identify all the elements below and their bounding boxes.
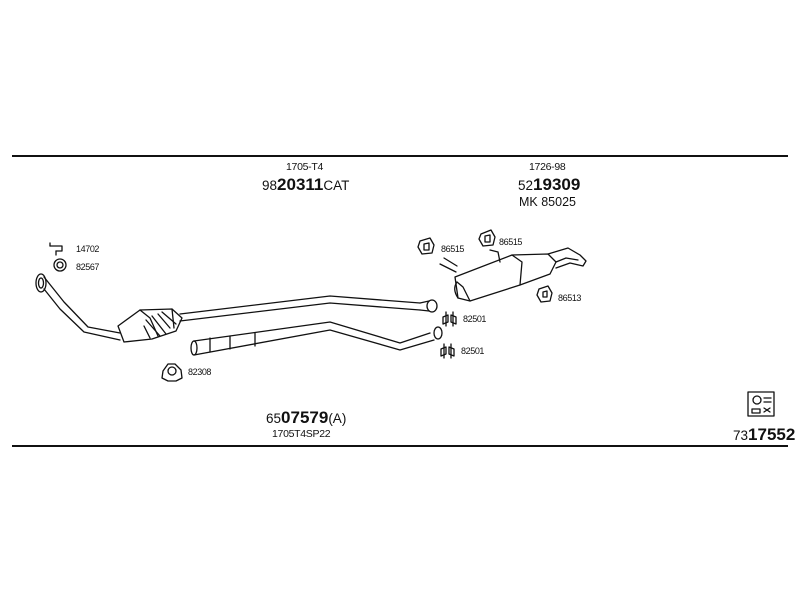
kit-part-number: 7317552: [733, 425, 796, 444]
catalytic-converter: [117, 308, 183, 343]
bracket-82308-icon: [161, 363, 183, 382]
clamp-82501-upper-icon: [442, 311, 457, 327]
callout-86515-right: 86515: [499, 237, 523, 247]
pipe-part-number: 6507579(A): [266, 408, 347, 427]
mount-86515-left-icon: [417, 237, 435, 255]
rear-muffler: [439, 247, 587, 302]
callout-82308: 82308: [188, 367, 212, 377]
muffler-ref: 1726-98: [529, 161, 566, 173]
catalyst-part-number: 9820311CAT: [262, 175, 350, 194]
top-divider: [12, 155, 788, 157]
mount-86515-right-icon: [478, 229, 496, 247]
front-downpipe: [35, 273, 121, 341]
callout-14702: 14702: [76, 244, 100, 254]
callout-86515-left: 86515: [441, 244, 465, 254]
intermediate-pipe-upper: [179, 295, 438, 322]
callout-82501-upper: 82501: [463, 314, 487, 324]
mount-86513-icon: [536, 285, 553, 303]
bottom-divider: [12, 445, 788, 447]
muffler-part-number: 5219309: [518, 175, 581, 194]
pipe-ref: 1705T4SP22: [272, 428, 331, 440]
intermediate-pipe-lower: [190, 321, 443, 356]
muffler-kit-label: MK 85025: [519, 195, 576, 209]
callout-82501-lower: 82501: [461, 346, 485, 356]
clamp-82501-lower-icon: [440, 343, 455, 359]
parts-kit-icon: [747, 391, 775, 417]
gasket-82567-icon: [53, 258, 67, 272]
callout-82567: 82567: [76, 262, 100, 272]
clip-14702-icon: [49, 242, 63, 256]
catalyst-ref: 1705-T4: [286, 161, 324, 173]
callout-86513: 86513: [558, 293, 582, 303]
